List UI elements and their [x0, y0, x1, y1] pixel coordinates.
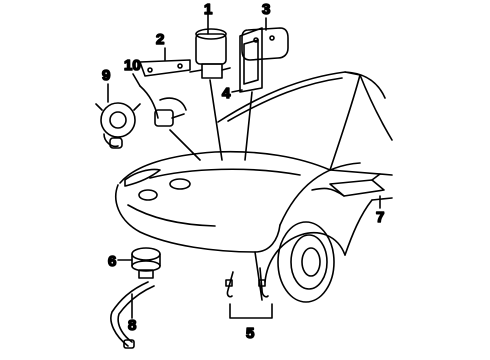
part-4-plate	[239, 27, 263, 93]
part-10-valve	[139, 85, 187, 127]
assembly-leaders	[169, 79, 253, 161]
callout-3: 3	[262, 1, 270, 18]
callout-4: 4	[222, 85, 231, 102]
part-8-tube	[110, 281, 155, 349]
callout-1: 1	[204, 1, 212, 18]
callout-7: 7	[376, 209, 384, 226]
part-1-solenoid	[189, 28, 231, 79]
callout-9: 9	[102, 67, 110, 84]
car-body	[115, 71, 393, 303]
callout-8: 8	[128, 317, 136, 334]
callout-2: 2	[156, 31, 164, 48]
part-7-shield	[311, 173, 385, 197]
callout-10: 10	[124, 57, 141, 74]
part-6-egr	[131, 247, 161, 279]
part-9-air-pump	[95, 102, 141, 149]
wheel	[277, 221, 335, 303]
callout-5: 5	[246, 325, 254, 342]
part-5-sensors	[225, 267, 269, 298]
leader-10	[132, 73, 141, 87]
part-2-bracket	[139, 59, 191, 77]
leader-4	[231, 89, 243, 93]
leader-5	[229, 303, 273, 319]
callout-6: 6	[108, 253, 116, 270]
